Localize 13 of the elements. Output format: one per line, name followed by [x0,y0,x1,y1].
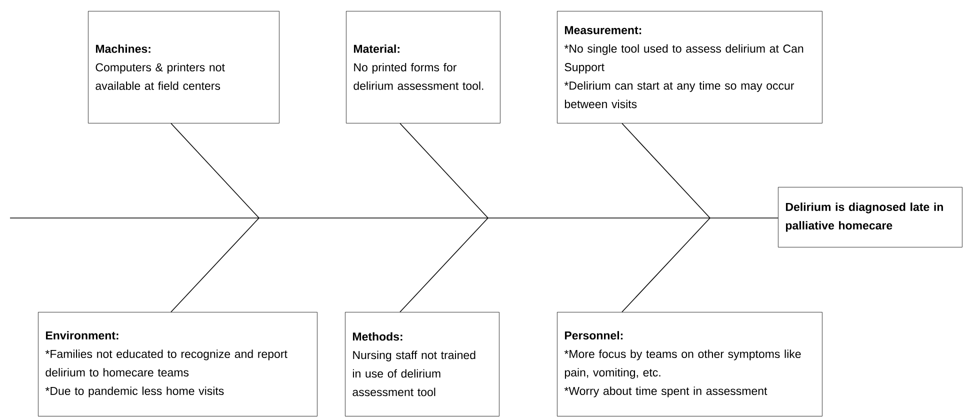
cause-box: Personnel: *More focus by teams on other symptoms like pain, vomiting, etc. *Worry about time spent in assessment [557,312,822,416]
bone-line [622,218,710,312]
bone-line [400,123,488,218]
cause-box: Material: No printed forms for delirium assessment tool. [346,11,500,124]
bone-line [170,218,260,312]
bone-line [622,123,710,218]
bone-line [400,218,488,312]
cause-box: Environment: *Families not educated to recognize and report delirium to homecare teams *Due to pandemic less home visits [38,312,318,416]
bone-line [170,123,260,218]
cause-box: Methods: Nursing staff not trained in use of delirium assessment tool [345,312,500,416]
cause-box: Machines: Computers & printers not available at field centers [88,11,280,124]
problem-box: Delirium is diagnosed late in palliative homecare [778,187,962,248]
cause-box: Measurement: *No single tool used to assess delirium at Can Support *Delirium can start at any time so may occur between visits [557,11,822,124]
